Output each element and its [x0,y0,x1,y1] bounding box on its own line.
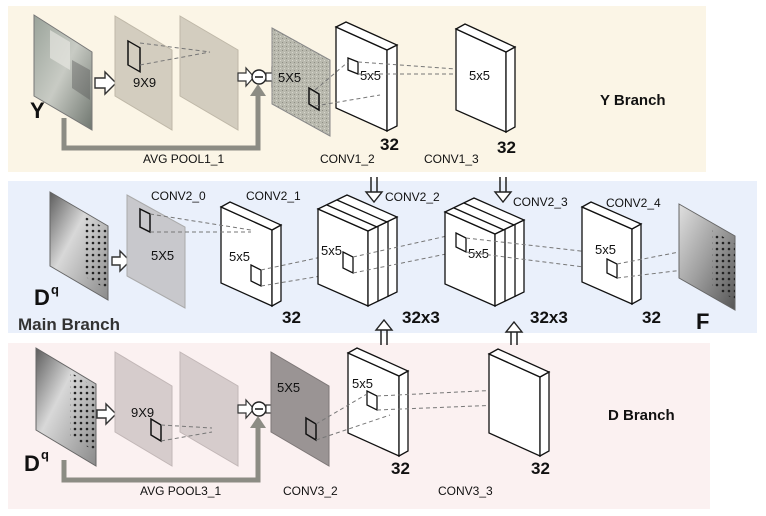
main-conv2-1-label: CONV2_1 [246,189,301,203]
main-conv2-1-channels: 32 [282,308,301,327]
d-to-main-arrow-1-icon [374,318,394,345]
y-conv1-2-channels: 32 [380,135,399,154]
main-conv2-3-block [443,197,526,308]
y-pool-kernel-box [127,39,141,74]
main-output-label: F [696,309,709,334]
d-branch: D q 9X9 5X5 5x5 [8,318,710,509]
d-conv3-1-kernel-label: 5X5 [277,380,300,395]
d-conv3-2-label: CONV3_2 [283,484,338,498]
y-conv1-1-kernel-label: 5X5 [278,70,301,85]
y-arrow-1-icon [94,70,117,96]
main-input-image [49,191,109,301]
y-pool-kernel-label: 9X9 [133,75,156,90]
y-skip-connection [61,92,261,151]
y-conv1-3-kernel-label: 5x5 [469,68,490,83]
y-branch-label: Y Branch [600,92,666,109]
d-arrow-1-icon [96,402,117,426]
y-pool-panel-2 [179,15,239,131]
main-conv2-4-kernel-label: 5x5 [595,242,616,257]
main-conv2-3-label: CONV2_3 [513,195,568,209]
y-to-main-arrow-2-icon [493,177,513,204]
main-conv2-0-kernel-label: 5X5 [151,248,174,263]
main-conv2-3-kernel-label: 5x5 [468,246,489,261]
main-input-superscript: q [51,282,59,297]
d-conv3-2-block [346,347,410,458]
main-branch-label: Main Branch [18,315,120,334]
d-input-image [35,347,97,467]
d-input-label: D [24,451,40,476]
main-output-image [678,203,736,311]
main-branch: D q Main Branch 5X5 CONV2_0 5x5 CONV2_1 … [8,177,757,334]
y-conv1-3-channels: 32 [497,138,516,157]
d-to-main-arrow-2-icon [504,320,524,345]
main-input-label: D [34,285,50,310]
y-conv1-3-label: CONV1_3 [424,152,479,166]
d-input-superscript: q [41,447,49,462]
main-conv2-0-label: CONV2_0 [151,189,206,203]
d-pool-label: AVG POOL3_1 [140,484,221,498]
y-input-label: Y [30,98,45,123]
d-pool-panel-2 [179,351,239,467]
d-conv3-2-kernel-label: 5x5 [352,376,373,391]
main-conv2-2-block [316,194,399,308]
main-arrow-1-icon [111,249,131,273]
main-conv2-1-block [219,201,283,308]
y-pool-label: AVG POOL1_1 [143,152,224,166]
d-conv3-3-label: CONV3_3 [438,484,493,498]
y-pool-panel-1 [114,15,173,131]
y-conv1-3-block [454,23,517,134]
main-conv2-4-block [580,201,643,306]
d-pool-panel-1 [114,351,173,467]
y-branch: Y 9X9 5X5 5x5 [8,6,706,172]
main-conv2-2-channels: 32x3 [402,308,440,327]
y-conv1-2-kernel-label: 5x5 [360,68,381,83]
d-conv3-3-block [487,348,551,458]
d-conv3-3-channels: 32 [531,459,550,478]
y-to-main-arrow-1-icon [364,177,384,204]
y-conv1-2-label: CONV1_2 [320,152,375,166]
main-conv2-3-channels: 32x3 [530,308,568,327]
y-conv1-2-block [334,21,399,133]
y-conv1-1-panel [271,27,331,137]
main-conv2-1-kernel-label: 5x5 [229,249,250,264]
main-conv2-4-label: CONV2_4 [606,196,661,210]
y-input-image [33,14,93,131]
d-skip-connection [61,424,261,483]
d-conv3-1-panel [270,351,330,467]
main-conv2-2-kernel-label: 5x5 [321,243,342,258]
main-conv2-4-channels: 32 [642,308,661,327]
d-branch-label: D Branch [608,407,675,424]
main-conv2-2-label: CONV2_2 [385,190,440,204]
d-conv3-2-channels: 32 [391,459,410,478]
d-pool-kernel-label: 9X9 [131,405,154,420]
